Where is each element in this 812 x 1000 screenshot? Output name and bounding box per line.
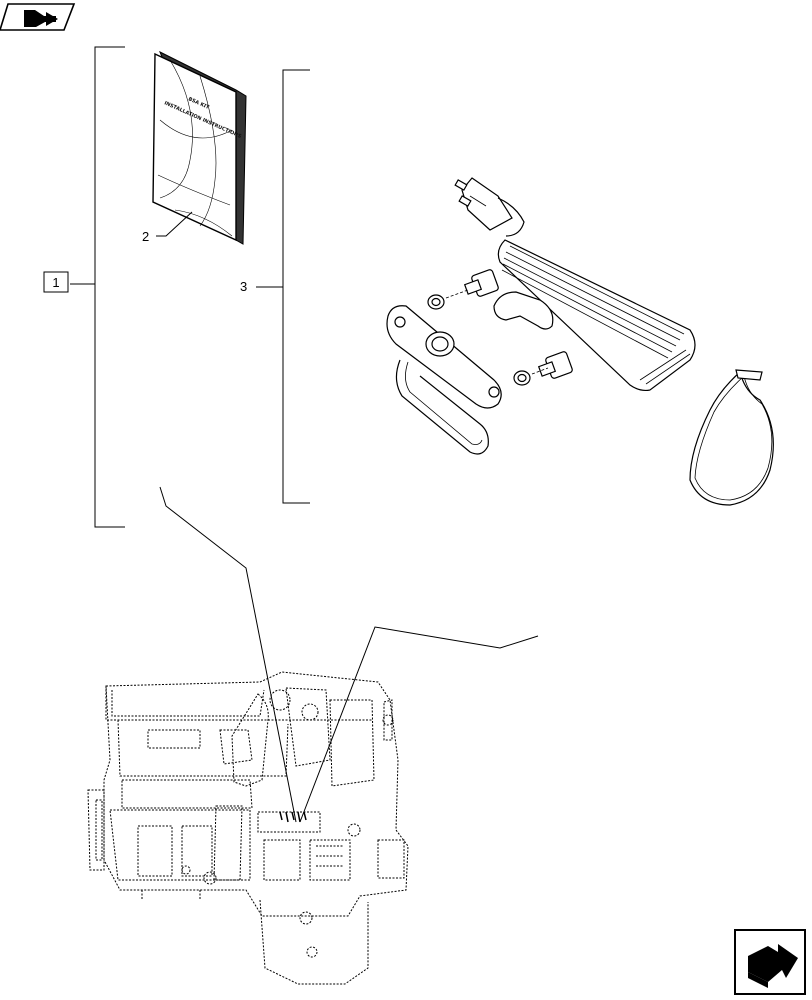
heater-bracket — [256, 69, 310, 504]
callout-3-label: 3 — [240, 279, 247, 294]
kit-bracket — [70, 46, 125, 528]
callout-1: 1 — [43, 271, 69, 293]
callout-2-label: 2 — [142, 229, 149, 244]
engine-illustration — [87, 671, 409, 985]
callout-1-label: 1 — [52, 275, 59, 290]
next-page-arrow-icon[interactable] — [734, 929, 806, 995]
prev-page-arrow-icon[interactable] — [0, 3, 76, 31]
leader-lines — [159, 486, 539, 823]
heater-assembly — [386, 177, 774, 506]
callout-2: 2 — [142, 211, 193, 244]
instruction-booklet: BSA KIT INSTALLATION INSTRUCTIONS — [152, 50, 247, 245]
